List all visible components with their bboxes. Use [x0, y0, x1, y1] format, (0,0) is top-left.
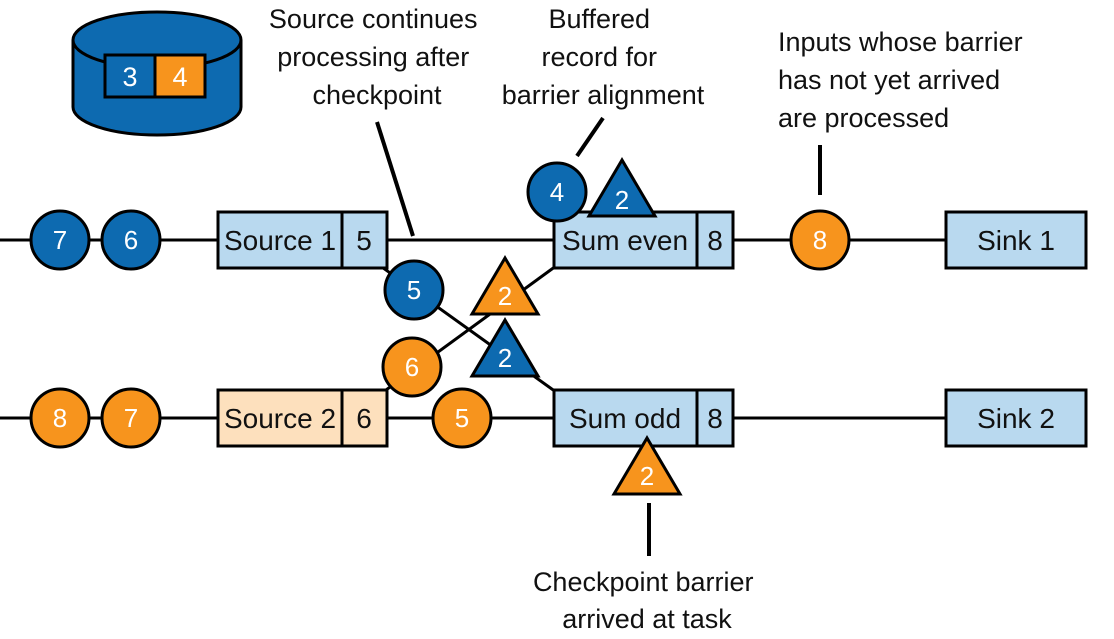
operators: Source 1 5 Source 2 6 Sum even 8 Sum odd…	[216, 210, 1088, 448]
source2-state: 6	[356, 403, 372, 434]
annotations: Source continues processing after checkp…	[269, 4, 1030, 634]
source1-box: Source 1 5	[216, 210, 389, 270]
barrier-buffered: 2	[586, 157, 658, 218]
svg-text:2: 2	[498, 281, 512, 311]
sink2-box: Sink 2	[944, 388, 1088, 448]
sum-odd-state: 8	[707, 403, 723, 434]
record-input1-a: 7	[29, 209, 91, 271]
state-store-value-2: 4	[172, 62, 187, 92]
sum-odd-box: Sum odd 8	[552, 388, 735, 448]
arrow-buffered-record	[575, 116, 605, 158]
svg-text:2: 2	[615, 185, 629, 215]
svg-text:7: 7	[124, 403, 138, 433]
source1-label: Source 1	[224, 225, 336, 256]
barrier-at-sum-odd: 2	[611, 435, 683, 496]
record-input2-b: 7	[100, 387, 162, 449]
state-store-cell-1	[103, 53, 157, 99]
record-even-to-sink1: 8	[789, 209, 851, 271]
annotation-buffered-record: Buffered record for barrier alignment	[502, 4, 705, 110]
svg-text:5: 5	[407, 275, 421, 305]
annotation-arrows	[375, 116, 822, 556]
annotation-barrier-arrived: Checkpoint barrier arrived at task	[533, 567, 761, 634]
svg-text:2: 2	[640, 461, 654, 491]
record-buffered: 4	[526, 161, 588, 223]
state-store-value-1: 3	[122, 62, 137, 92]
svg-text:6: 6	[405, 352, 419, 382]
record-cross-to-odd: 5	[383, 259, 445, 321]
barriers: 2 2 2 2	[469, 157, 683, 496]
sink1-box: Sink 1	[944, 210, 1088, 270]
svg-text:5: 5	[455, 403, 469, 433]
source2-box: Source 2 6	[216, 388, 389, 448]
record-cross-to-even: 6	[381, 336, 443, 398]
sink2-label: Sink 2	[977, 403, 1055, 434]
svg-text:8: 8	[53, 403, 67, 433]
sum-even-state: 8	[707, 225, 723, 256]
svg-text:6: 6	[124, 225, 138, 255]
svg-text:7: 7	[53, 225, 67, 255]
sink1-label: Sink 1	[977, 225, 1055, 256]
sum-even-label: Sum even	[562, 225, 688, 256]
state-store-cell-2	[153, 53, 207, 99]
annotation-inputs-processed: Inputs whose barrier has not yet arrived…	[778, 27, 1030, 133]
source2-label: Source 2	[224, 403, 336, 434]
sum-even-box: Sum even 8	[552, 210, 735, 270]
source1-state: 5	[356, 225, 372, 256]
record-input1-b: 6	[100, 209, 162, 271]
svg-text:8: 8	[813, 225, 827, 255]
annotation-source-continues: Source continues processing after checkp…	[269, 4, 485, 110]
arrow-source-continues	[375, 121, 415, 237]
records: 7 6 8 7 5 6 5 4	[29, 161, 851, 449]
svg-text:2: 2	[498, 343, 512, 373]
record-src2-to-odd: 5	[431, 387, 493, 449]
sum-odd-label: Sum odd	[569, 403, 681, 434]
svg-text:4: 4	[550, 177, 564, 207]
record-input2-a: 8	[29, 387, 91, 449]
barrier-to-sum-odd: 2	[469, 317, 541, 378]
barrier-to-sum-even: 2	[469, 255, 541, 316]
state-store: 3 4	[71, 10, 243, 137]
